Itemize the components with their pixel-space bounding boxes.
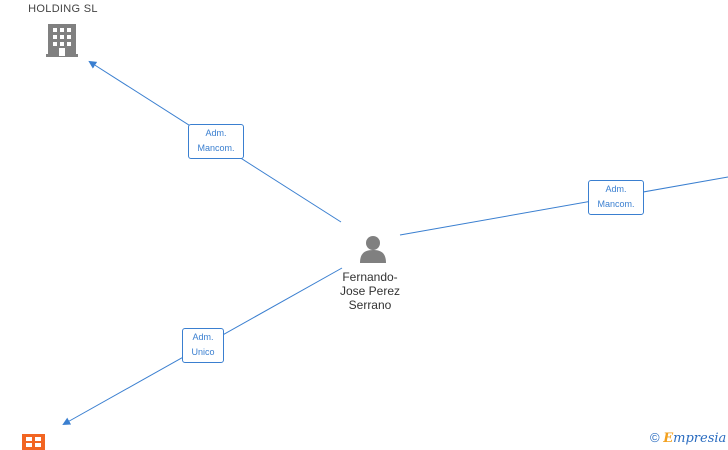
relationship-label-line: Adm. [605, 184, 627, 194]
relationship-label-line: Unico [191, 347, 215, 357]
person-name-line: Serrano [348, 298, 392, 312]
relationship-label-line: Adm. [205, 128, 227, 138]
brand-name: mpresia [673, 431, 727, 446]
relationship-label-line: Mancom. [597, 199, 635, 209]
person-name-line: Fernando- [342, 270, 398, 284]
company-name-label[interactable]: HOLDING SL [28, 3, 98, 15]
copyright-symbol: © [650, 430, 660, 445]
relationship-label-box: Adm. Mancom. [188, 124, 244, 159]
building-icon[interactable] [22, 434, 45, 450]
person-name-label[interactable]: Fernando- Jose Perez Serrano [322, 270, 418, 312]
relationship-label-line: Adm. [192, 332, 214, 342]
building-icon[interactable] [46, 24, 78, 57]
person-name-line: Jose Perez [339, 284, 401, 298]
edge-line-right [399, 176, 728, 236]
relationship-label-box: Adm. Unico [182, 328, 224, 363]
relationship-label-line: Mancom. [197, 143, 235, 153]
brand-logo: Empresia [663, 431, 726, 446]
brand-initial: E [663, 431, 674, 446]
footer-brand[interactable]: © Empresia [650, 430, 726, 446]
relationship-label-box: Adm. Mancom. [588, 180, 644, 215]
person-icon[interactable] [360, 236, 386, 263]
